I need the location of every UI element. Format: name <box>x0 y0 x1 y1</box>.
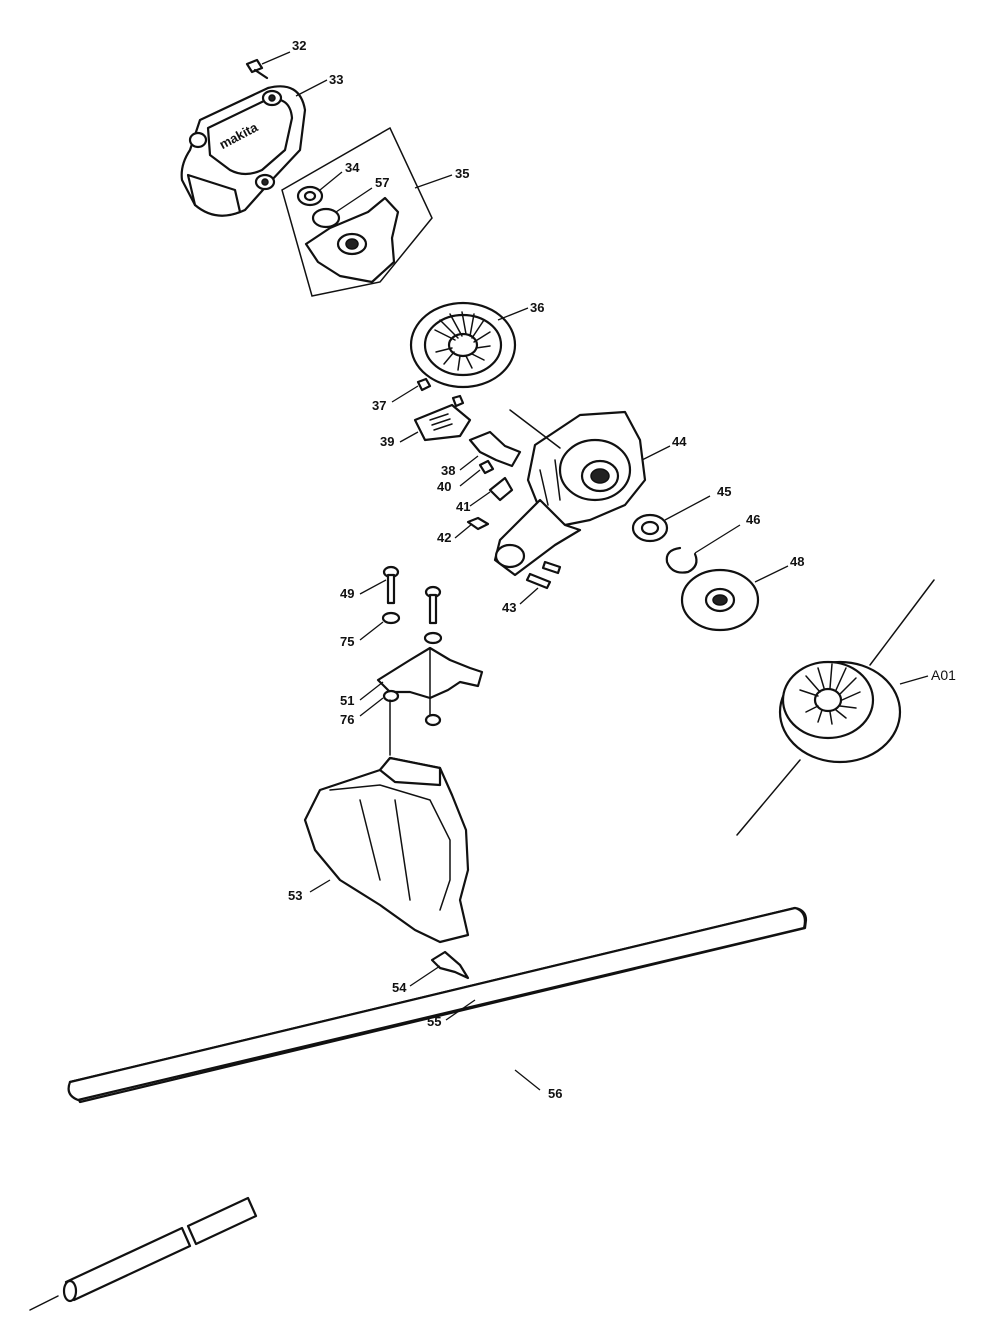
label-49: 49 <box>340 586 354 601</box>
label-46: 46 <box>746 512 760 527</box>
label-39: 39 <box>380 434 394 449</box>
label-51: 51 <box>340 693 354 708</box>
part-49-bolts <box>382 565 442 625</box>
label-45: 45 <box>717 484 731 499</box>
leader-lines <box>261 51 929 1091</box>
part-46-circlip <box>665 546 698 574</box>
part-42-bolt <box>466 516 490 531</box>
part-75-washers <box>381 611 443 645</box>
part-34-washer <box>296 185 324 207</box>
part-45-bearing <box>631 513 669 543</box>
part-48-washer-plate <box>680 568 760 632</box>
part-53-guard <box>303 699 470 944</box>
label-56: 56 <box>548 1086 562 1101</box>
part-38-bracket <box>468 430 522 468</box>
label-76: 76 <box>340 712 354 727</box>
part-36-fan-pulley <box>409 301 517 389</box>
part-57-ring <box>311 207 341 229</box>
part-35-plate <box>304 196 400 284</box>
label-33: 33 <box>329 72 343 87</box>
label-42: 42 <box>437 530 451 545</box>
part-54-blade <box>430 950 470 980</box>
label-36: 36 <box>530 300 544 315</box>
part-number-labels: 32 33 34 57 35 36 37 39 38 40 41 42 44 4… <box>288 38 956 1101</box>
label-32: 32 <box>292 38 306 53</box>
part-39-plate <box>413 403 472 442</box>
label-41: 41 <box>456 499 470 514</box>
part-56-shaft <box>29 906 808 1311</box>
label-55: 55 <box>427 1014 441 1029</box>
label-37: 37 <box>372 398 386 413</box>
label-35: 35 <box>455 166 469 181</box>
label-75: 75 <box>340 634 354 649</box>
label-43: 43 <box>502 600 516 615</box>
label-A01: A01 <box>931 667 956 683</box>
label-44: 44 <box>672 434 687 449</box>
label-38: 38 <box>441 463 455 478</box>
part-33-top-cover: makita <box>180 85 307 217</box>
label-34: 34 <box>345 160 360 175</box>
label-48: 48 <box>790 554 804 569</box>
part-37-screw <box>416 377 432 392</box>
part-76-nuts <box>382 689 442 727</box>
label-54: 54 <box>392 980 407 995</box>
part-43-screws <box>525 560 562 590</box>
part-40-screw <box>478 459 495 475</box>
part-44-gear-housing <box>493 409 647 577</box>
label-53: 53 <box>288 888 302 903</box>
label-57: 57 <box>375 175 389 190</box>
part-37-screw-b <box>451 394 465 408</box>
part-41-key <box>488 476 514 502</box>
part-51-bracket <box>376 646 484 721</box>
label-40: 40 <box>437 479 451 494</box>
part-A01-trimmer-head <box>736 579 935 836</box>
part-32-screw <box>245 58 269 80</box>
part-35-outline <box>281 126 433 297</box>
